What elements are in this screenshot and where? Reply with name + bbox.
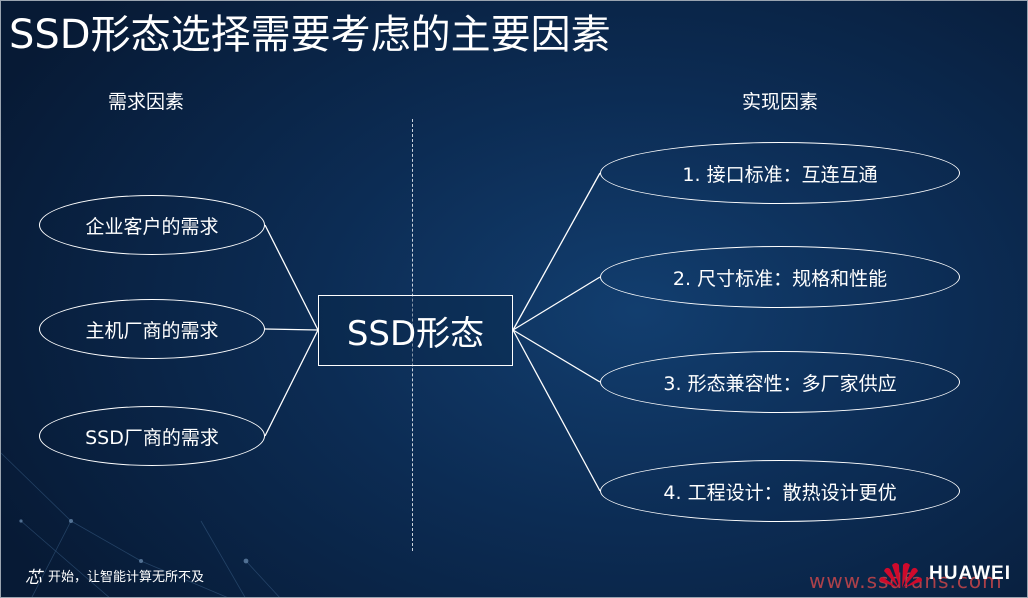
center-dashed-divider <box>412 119 413 551</box>
connector-impl-1 <box>512 172 601 331</box>
brand-name: HUAWEI <box>929 563 1011 584</box>
impl-size-standard: 2. 尺寸标准：规格和性能 <box>600 246 960 308</box>
impl-label: 1. 接口标准：互连互通 <box>682 163 878 186</box>
chip-calligraphy-icon: 芯 <box>25 568 42 588</box>
huawei-brand: HUAWEI <box>879 559 1011 589</box>
connector-need-1 <box>264 224 319 331</box>
connector-need-2 <box>264 328 319 331</box>
impl-interface-standard: 1. 接口标准：互连互通 <box>600 142 960 204</box>
center-ssd-form-box: SSD形态 <box>318 295 513 366</box>
center-label: SSD形态 <box>346 314 485 354</box>
implementation-heading: 实现因素 <box>742 91 819 113</box>
connector-impl-3 <box>512 329 601 383</box>
huawei-petal-logo-icon <box>880 563 922 588</box>
impl-form-compatibility: 3. 形态兼容性：多厂家供应 <box>600 351 960 413</box>
need-label: 主机厂商的需求 <box>85 319 219 342</box>
connector-impl-4 <box>512 329 601 492</box>
connector-impl-2 <box>512 276 601 331</box>
connector-need-3 <box>264 329 319 437</box>
need-enterprise-customer: 企业客户的需求 <box>39 195 265 255</box>
slide-title: SSD形态选择需要考虑的主要因素 <box>9 12 611 58</box>
impl-engineering-design: 4. 工程设计：散热设计更优 <box>600 460 960 522</box>
slogan-text: 开始，让智能计算无所不及 <box>48 570 205 585</box>
need-label: SSD厂商的需求 <box>85 426 219 449</box>
need-ssd-vendor: SSD厂商的需求 <box>39 406 265 466</box>
need-host-vendor: 主机厂商的需求 <box>39 299 265 359</box>
impl-label: 2. 尺寸标准：规格和性能 <box>672 267 888 290</box>
footer-slogan: 芯 开始，让智能计算无所不及 <box>25 569 204 587</box>
need-label: 企业客户的需求 <box>85 215 219 238</box>
impl-label: 3. 形态兼容性：多厂家供应 <box>663 372 897 395</box>
impl-label: 4. 工程设计：散热设计更优 <box>663 481 897 504</box>
needs-heading: 需求因素 <box>108 91 185 113</box>
